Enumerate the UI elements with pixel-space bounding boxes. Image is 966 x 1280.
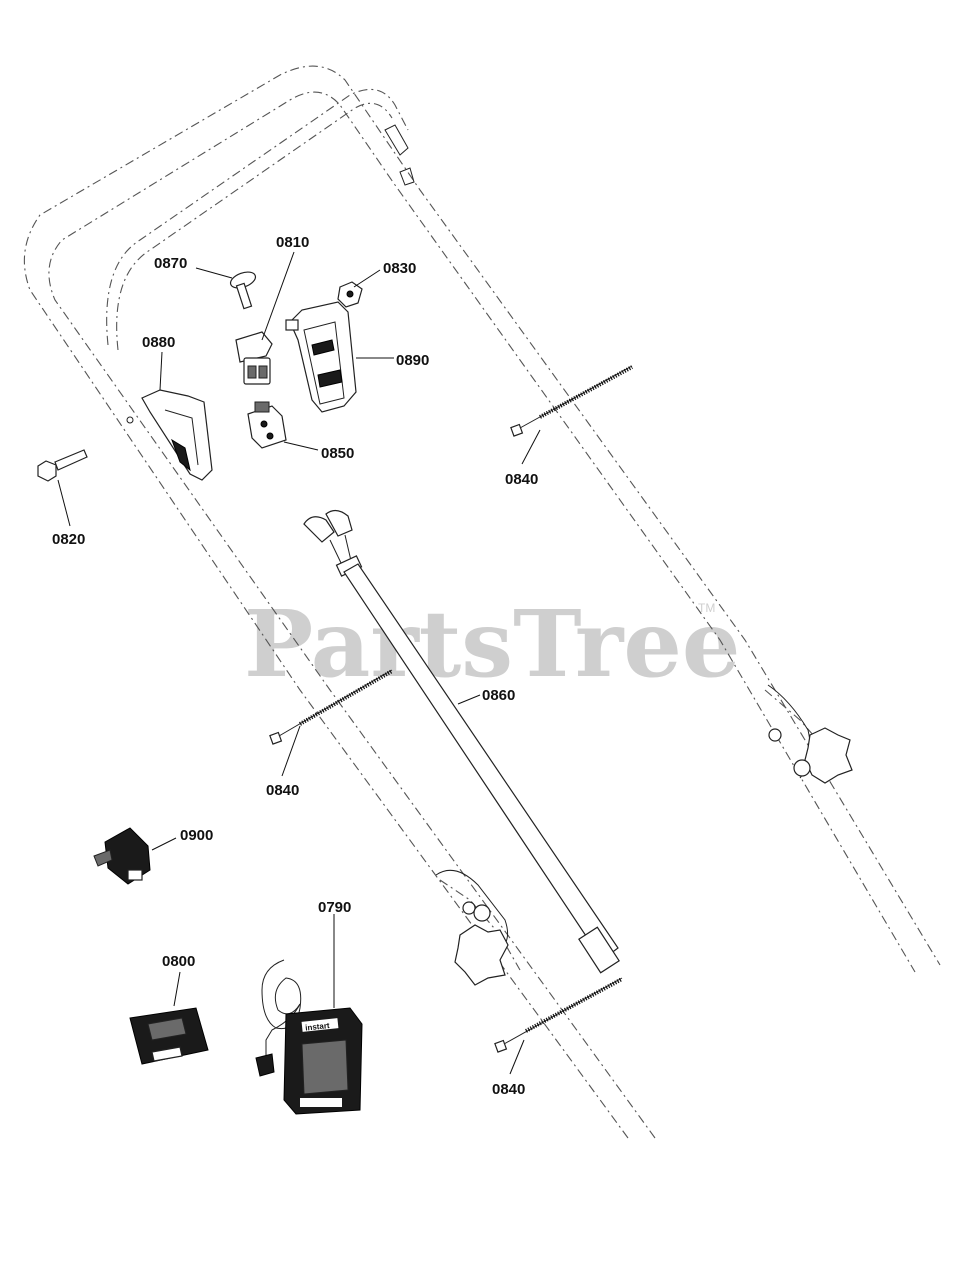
callout-0840-upper: 0840: [505, 471, 538, 488]
callout-0880: 0880: [142, 334, 175, 351]
watermark-text: PartsTree: [244, 590, 740, 698]
callout-0890: 0890: [396, 352, 429, 369]
callout-0860: 0860: [482, 687, 515, 704]
watermark: PartsTree TM: [244, 590, 740, 698]
charger-brand-label: instart: [305, 1021, 331, 1033]
switch-body: [235, 331, 273, 385]
callout-0830: 0830: [383, 260, 416, 277]
switch-connector: [247, 401, 287, 449]
wire-harness: [303, 509, 620, 974]
callout-0840-middle: 0840: [266, 782, 299, 799]
carriage-bolt-middle: [269, 669, 393, 745]
watermark-trademark: TM: [698, 601, 715, 615]
callout-labels: 0870 0810 0830 0880 0890 0850 0820 0840 …: [52, 234, 538, 1098]
callout-0850: 0850: [321, 445, 354, 462]
carriage-bolt-lower: [494, 977, 623, 1053]
callout-0820: 0820: [52, 531, 85, 548]
plug-adapter: [93, 827, 151, 885]
upper-folding-knob: [767, 684, 853, 784]
safety-key: [229, 271, 257, 310]
callout-0800: 0800: [162, 953, 195, 970]
handle-cover: [126, 389, 213, 481]
callout-0810: 0810: [276, 234, 309, 251]
switch-housing: [285, 301, 357, 413]
carriage-bolt-upper: [510, 365, 633, 437]
battery-pack: [129, 1007, 209, 1065]
hex-bolt: [37, 449, 88, 482]
battery-charger: instart: [255, 959, 363, 1115]
callout-0790: 0790: [318, 899, 351, 916]
square-nut: [337, 281, 363, 308]
callout-0840-lower: 0840: [492, 1081, 525, 1098]
leader-lines: [57, 251, 541, 1075]
cable-clip: [384, 124, 415, 186]
callout-0870: 0870: [154, 255, 187, 272]
callout-0900: 0900: [180, 827, 213, 844]
lower-folding-knob: [435, 869, 509, 986]
